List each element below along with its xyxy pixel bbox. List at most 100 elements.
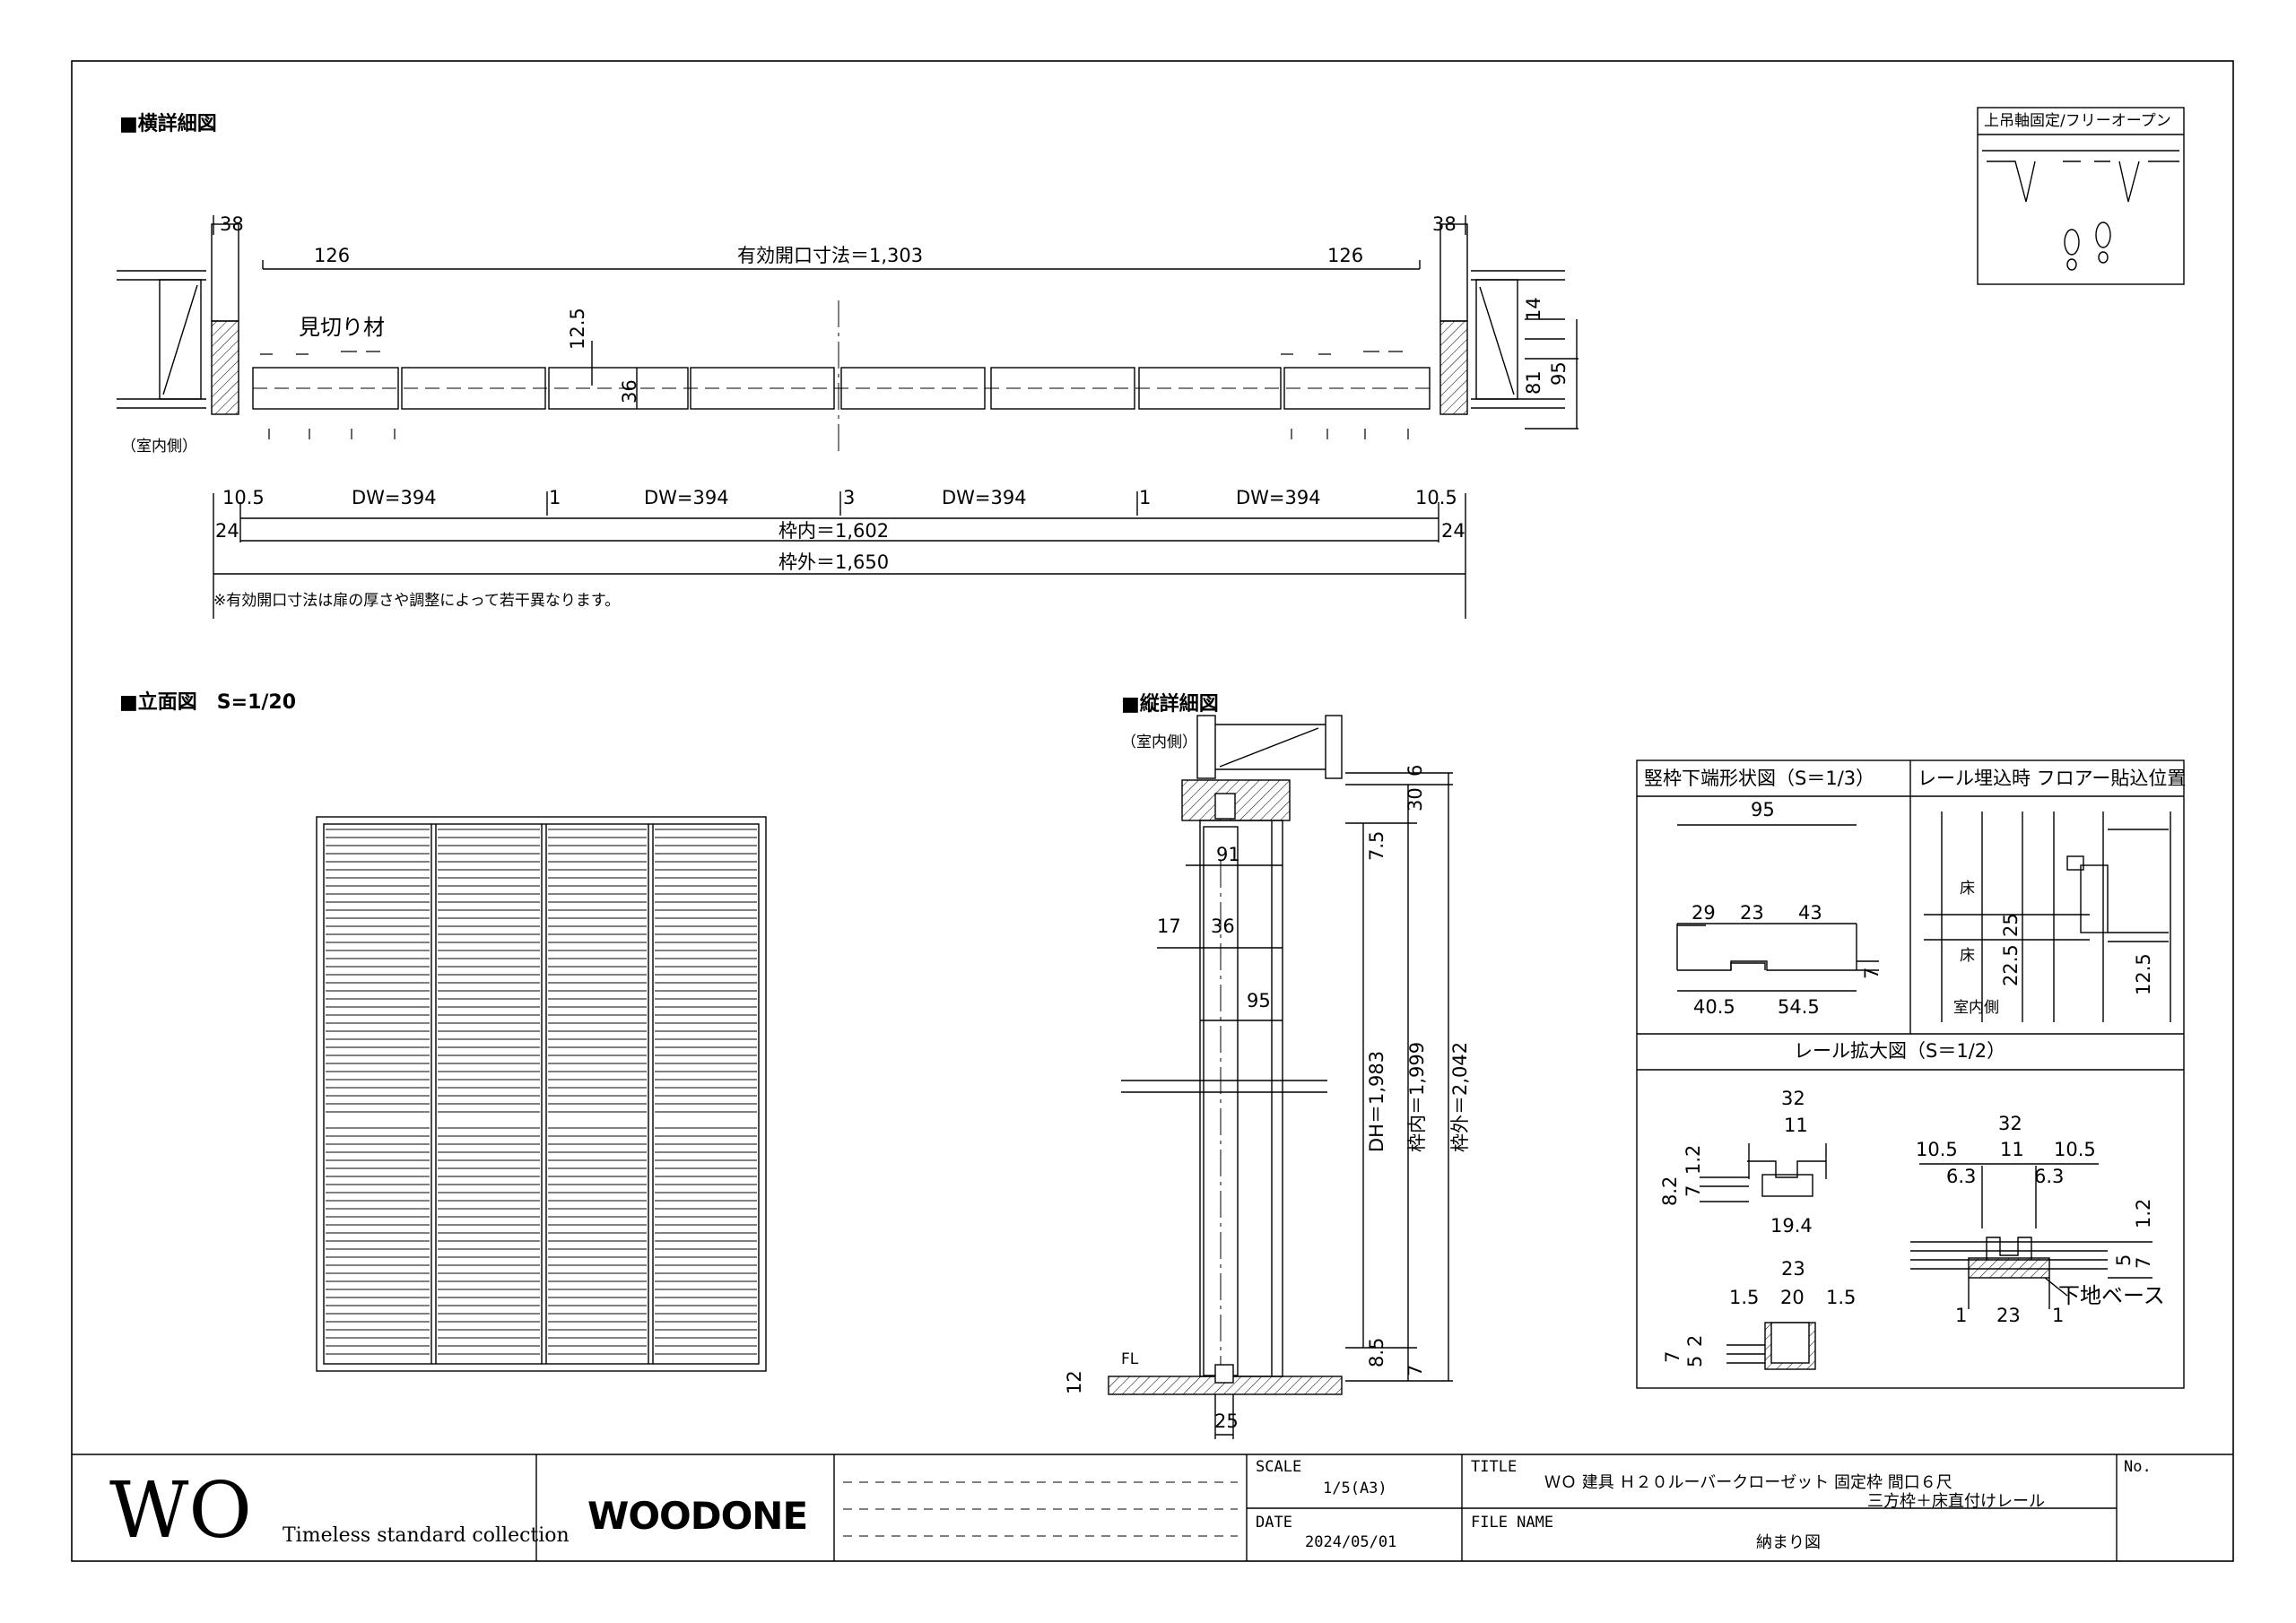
- dim-12-5: 12.5: [567, 308, 588, 350]
- r2-1-5b: 1.5: [1826, 1287, 1857, 1308]
- gap-1b: 1: [1139, 487, 1152, 508]
- interior-label-v: （室内側）: [1121, 733, 1197, 751]
- dim-36: 36: [619, 379, 640, 404]
- r3-7: 7: [2133, 1256, 2154, 1269]
- r3-10-5a: 10.5: [1916, 1139, 1958, 1160]
- r1-19-4: 19.4: [1770, 1215, 1813, 1237]
- r3-6-3b: 6.3: [2034, 1166, 2065, 1187]
- dim-dh: DH＝1,983: [1366, 1050, 1387, 1152]
- r3-32: 32: [1998, 1113, 2022, 1134]
- dim-v-12: 12: [1064, 1370, 1085, 1394]
- dim-v-36: 36: [1211, 916, 1235, 937]
- r3-6-3a: 6.3: [1946, 1166, 1977, 1187]
- dim-v-95: 95: [1247, 990, 1271, 1011]
- dim-38-right: 38: [1432, 213, 1457, 235]
- detail-a-54-5: 54.5: [1778, 996, 1820, 1018]
- r3-5: 5: [2113, 1254, 2135, 1266]
- effective-opening-label: 有効開口寸法＝1,303: [737, 245, 924, 266]
- dw-3: DW=394: [942, 487, 1027, 508]
- detail-a-7: 7: [1861, 967, 1883, 979]
- r3-11: 11: [2000, 1139, 2024, 1160]
- vertical-section: [1108, 715, 1453, 1439]
- gap-1a: 1: [549, 487, 561, 508]
- r2-23: 23: [1781, 1258, 1805, 1280]
- date-label: DATE: [1256, 1514, 1292, 1532]
- r1-32: 32: [1781, 1088, 1805, 1109]
- title-label: TITLE: [1471, 1458, 1518, 1476]
- dim-v-30: 30: [1405, 787, 1426, 812]
- dim-v-17: 17: [1157, 916, 1181, 937]
- logo-subtitle: Timeless standard collection: [283, 1524, 570, 1547]
- r2-7: 7: [1662, 1350, 1683, 1363]
- fl-label: FL: [1121, 1350, 1139, 1368]
- detail-b-title: レール埋込時 フロアー貼込位置: [1918, 768, 2187, 789]
- detail-b-floor2: 床: [1960, 947, 1975, 965]
- title-line2: 三方枠＋床直付けレール: [1867, 1492, 2045, 1511]
- title-block: [72, 1454, 2233, 1561]
- logo-wo: WO: [109, 1466, 252, 1556]
- file-name-value: 納まり図: [1756, 1533, 1821, 1552]
- dim-126-left: 126: [314, 245, 351, 266]
- detail-b-25: 25: [2000, 913, 2022, 937]
- dim-v-8-5: 8.5: [1366, 1337, 1387, 1367]
- dim-14: 14: [1523, 297, 1544, 321]
- r3-10-5b: 10.5: [2054, 1139, 2096, 1160]
- gap-3: 3: [843, 487, 856, 508]
- detail-b-floor1: 床: [1960, 880, 1975, 898]
- detail-a-95: 95: [1751, 799, 1775, 820]
- base-label: 下地ベース: [2058, 1283, 2165, 1308]
- detail-table: [1636, 759, 2185, 1389]
- detail-b-interior: 室内側: [1953, 999, 1999, 1017]
- section-title-vertical: ■縦詳細図: [1121, 693, 1219, 716]
- section-title-elevation: ■立面図 S=1/20: [119, 691, 297, 714]
- detail-b-22-5: 22.5: [2000, 944, 2022, 986]
- r2-2: 2: [1684, 1334, 1706, 1347]
- date-value: 2024/05/01: [1305, 1533, 1397, 1551]
- interior-label-h: （室内側）: [121, 438, 197, 456]
- frame-inner-label: 枠内＝1,602: [778, 520, 890, 542]
- r3-1b: 1: [2052, 1305, 2065, 1326]
- detail-a-43: 43: [1798, 902, 1822, 924]
- detail-c-title: レール拡大図（S＝1/2）: [1794, 1040, 2006, 1062]
- dim-v-7-5: 7.5: [1366, 830, 1387, 861]
- detail-a-40-5: 40.5: [1693, 996, 1735, 1018]
- scale-value: 1/5(A3): [1323, 1480, 1387, 1497]
- r2-1-5a: 1.5: [1729, 1287, 1760, 1308]
- file-name-label: FILE NAME: [1471, 1514, 1554, 1532]
- frame-outer-label: 枠外＝1,650: [778, 551, 890, 573]
- dim-10-5-right: 10.5: [1415, 487, 1457, 508]
- dim-10-5-left: 10.5: [222, 487, 265, 508]
- sheet-border: [71, 60, 2234, 1562]
- r1-8-2: 8.2: [1659, 1176, 1681, 1206]
- dim-126-right: 126: [1327, 245, 1364, 266]
- r3-23: 23: [1996, 1305, 2021, 1326]
- dw-2: DW=394: [644, 487, 729, 508]
- r1-7: 7: [1683, 1185, 1704, 1197]
- opening-note: ※有効開口寸法は扉の厚さや調整によって若干異なります。: [213, 592, 621, 610]
- elevation: [316, 816, 767, 1372]
- detail-a-29: 29: [1692, 902, 1716, 924]
- horizontal-section: [117, 215, 1578, 619]
- dim-v-91: 91: [1216, 844, 1240, 865]
- title-line1: ＷＯ 建具 Ｈ２０ルーバークローゼット 固定枠 間口６尺: [1544, 1473, 1952, 1492]
- legend-box: [1977, 107, 2185, 285]
- r3-1a: 1: [1955, 1305, 1968, 1326]
- dw-4: DW=394: [1236, 487, 1321, 508]
- mikiri-label: 見切り材: [299, 315, 385, 340]
- dim-38-left: 38: [220, 213, 244, 235]
- dim-frame-inner-v: 枠内＝1,999: [1406, 1041, 1428, 1152]
- dim-24-left: 24: [215, 520, 239, 542]
- dim-v-25: 25: [1214, 1410, 1239, 1432]
- dim-95: 95: [1548, 361, 1570, 386]
- dw-1: DW=394: [352, 487, 437, 508]
- brand-logo: WOODONE: [587, 1494, 808, 1538]
- r1-11: 11: [1784, 1115, 1808, 1136]
- legend-title: 上吊軸固定/フリーオープン: [1984, 112, 2171, 130]
- r1-1-2: 1.2: [1683, 1144, 1704, 1175]
- r3-1-2: 1.2: [2133, 1198, 2154, 1228]
- dim-24-right: 24: [1441, 520, 1465, 542]
- dim-frame-outer-v: 枠外＝2,042: [1449, 1041, 1471, 1152]
- dim-81: 81: [1523, 370, 1544, 395]
- detail-b-12-5: 12.5: [2133, 953, 2154, 995]
